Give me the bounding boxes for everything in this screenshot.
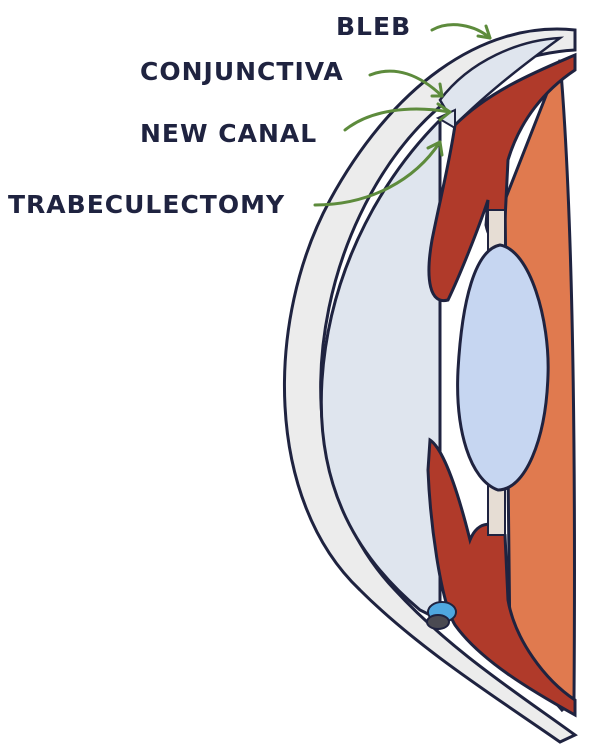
arrows	[313, 23, 492, 207]
sclera-cornea	[282, 27, 578, 744]
bleb	[438, 36, 565, 128]
label-trabeculectomy: TRABECULECTOMY	[8, 190, 285, 219]
label-new-canal: NEW CANAL	[140, 119, 317, 148]
trabeculectomy-arrowhead	[426, 140, 444, 157]
bleb-arrowhead	[476, 24, 492, 40]
new-canal-arrowhead	[436, 102, 452, 122]
upper-iris-ciliary	[427, 52, 577, 303]
lower-iris-ciliary	[426, 437, 577, 718]
lens	[456, 243, 550, 492]
bleb-arrow	[430, 23, 492, 40]
conjunctiva-arrow	[368, 69, 444, 98]
anterior-chamber	[319, 116, 442, 623]
trabecular-meshwork	[426, 614, 450, 630]
new-canal-arrow	[343, 107, 452, 132]
label-bleb: BLEB	[336, 12, 411, 41]
label-conjunctiva: CONJUNCTIVA	[140, 57, 344, 86]
conjunctiva-arrowhead	[430, 82, 444, 98]
trabeculectomy-arrow	[313, 140, 442, 207]
